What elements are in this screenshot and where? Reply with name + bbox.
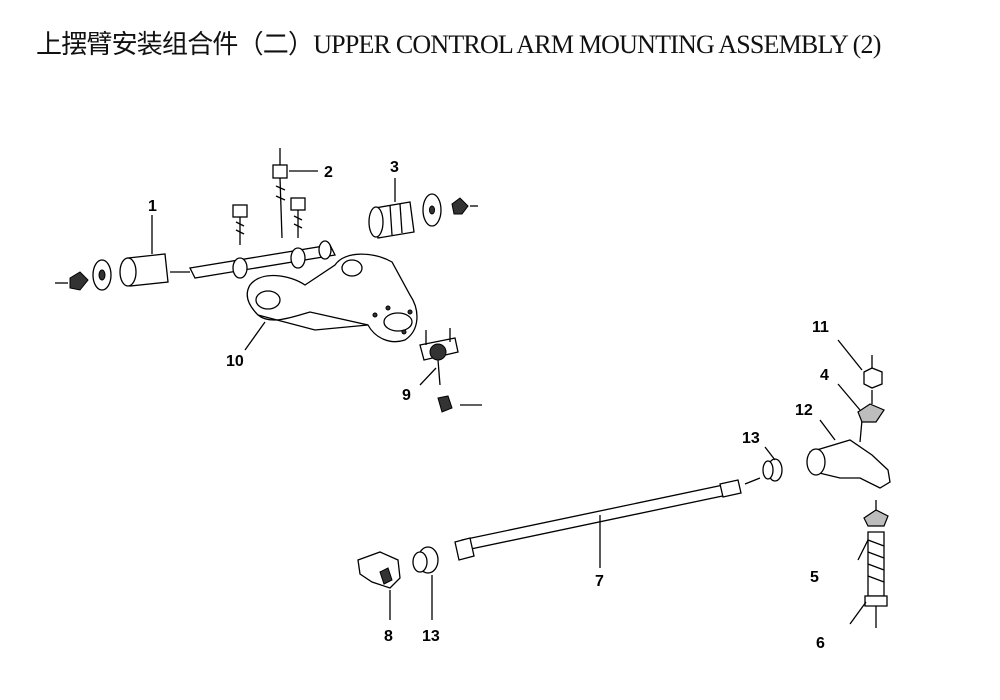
- shaft-bolts: [232, 197, 306, 245]
- callout-9: 9: [402, 387, 411, 404]
- callout-12: 12: [795, 402, 813, 419]
- callout-5: 5: [810, 569, 819, 586]
- callout-1: 1: [148, 198, 157, 215]
- callout-8: 8: [384, 628, 393, 645]
- anchor-arm-part-12: [806, 419, 891, 489]
- callout-3: 3: [390, 159, 399, 176]
- ball-joint-part-9: [419, 328, 482, 413]
- callout-13-upper: 13: [742, 430, 760, 447]
- diagram-title: 上摆臂安装组合件（二）UPPER CONTROL ARM MOUNTING AS…: [36, 30, 881, 59]
- callout-13-lower: 13: [422, 628, 440, 645]
- bolt-part-2: [272, 148, 318, 239]
- bushing-part-1: [55, 215, 190, 291]
- collar-part-13-upper: [762, 446, 783, 482]
- collar-part-13-lower: [412, 546, 439, 620]
- nut-washer-parts-11-4: [837, 339, 885, 423]
- leader-part-10: [244, 321, 266, 351]
- callout-7: 7: [595, 573, 604, 590]
- torsion-bar-part-7: [454, 477, 761, 568]
- callout-6: 6: [816, 635, 825, 652]
- anchor-part-8: [357, 551, 401, 620]
- callout-10: 10: [226, 353, 244, 370]
- pivot-shaft: [189, 240, 336, 279]
- bushing-part-3: [368, 178, 478, 239]
- adjusting-bolt-parts-5-6: [849, 500, 889, 628]
- upper-control-arm: [246, 253, 418, 343]
- callout-4: 4: [820, 367, 829, 384]
- callout-11: 11: [812, 319, 829, 336]
- callout-2: 2: [324, 164, 333, 181]
